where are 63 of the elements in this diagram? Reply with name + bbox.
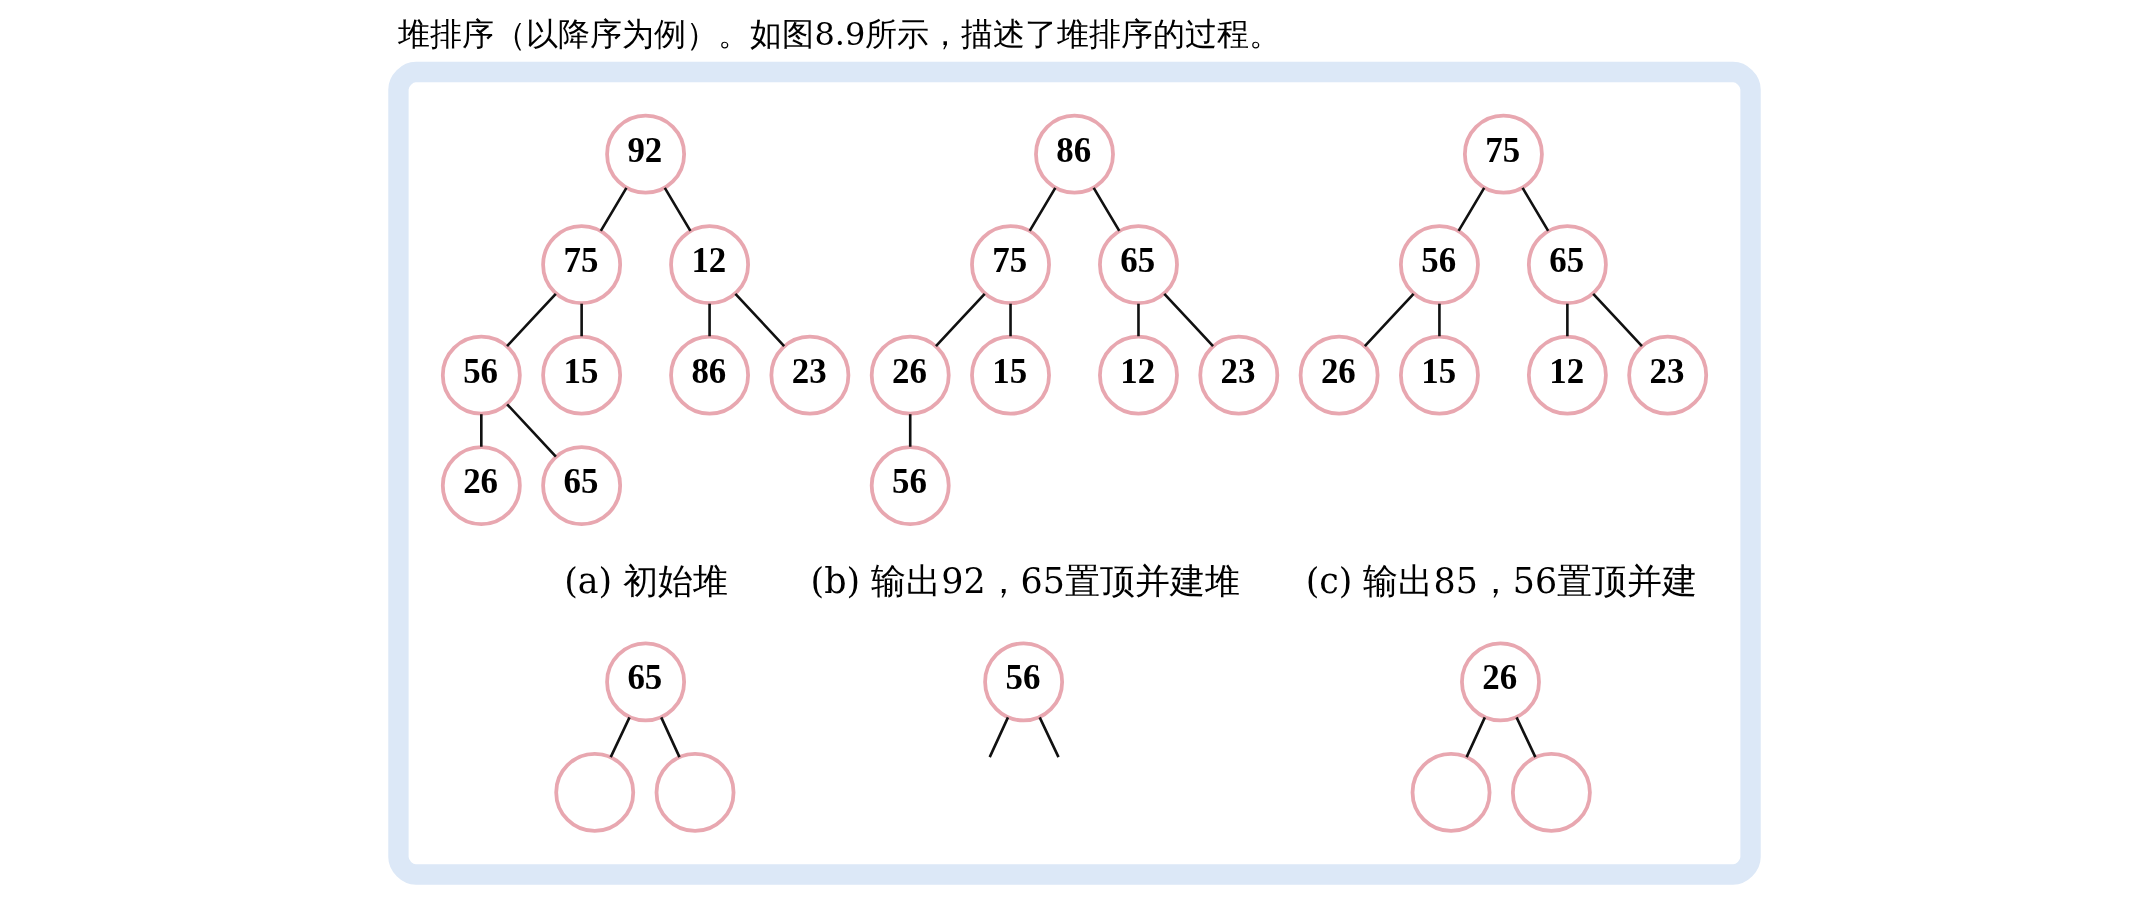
node-circle	[554, 751, 636, 833]
diagram-title: 堆排序（以降序为例）。如图8.9所示，描述了堆排序的过程。	[398, 15, 1282, 54]
connector	[1163, 292, 1214, 347]
node-circle: 75	[1462, 113, 1544, 195]
connector	[580, 303, 583, 337]
node-circle: 15	[541, 334, 623, 416]
connector	[1038, 716, 1060, 758]
node-circle	[1410, 751, 1492, 833]
node-circle	[1510, 751, 1592, 833]
connector	[480, 414, 483, 447]
node-circle: 23	[1627, 334, 1709, 416]
node-circle: 56	[440, 334, 522, 416]
node-circle: 65	[541, 445, 623, 527]
node-circle: 75	[541, 224, 623, 306]
node-circle: 92	[605, 113, 686, 195]
connector	[734, 292, 786, 347]
node-circle: 26	[440, 445, 522, 527]
connector	[1028, 187, 1057, 232]
node-circle: 15	[970, 334, 1051, 416]
label: (a) 初始堆	[564, 560, 729, 601]
node-circle: 15	[1399, 334, 1480, 416]
connector	[609, 716, 631, 758]
label: (b) 输出92，65置顶并建堆	[810, 560, 1241, 601]
connector	[1457, 187, 1486, 232]
label: (c) 输出85，56置顶并建	[1305, 560, 1698, 601]
connector	[1363, 292, 1415, 347]
connector	[908, 414, 912, 447]
node-circle: 23	[1198, 334, 1280, 416]
node-circle: 12	[1098, 334, 1179, 416]
connector	[506, 292, 557, 347]
connector	[988, 716, 1010, 758]
connector	[663, 187, 692, 232]
node-circle: 56	[1399, 224, 1480, 306]
connector	[1566, 303, 1569, 337]
connector	[1009, 303, 1012, 337]
node-circle: 26	[869, 334, 951, 416]
node-circle: 12	[669, 224, 750, 306]
node-circle: 26	[1298, 334, 1380, 416]
node-circle: 56	[869, 445, 951, 527]
connector	[506, 403, 557, 458]
node-circle: 65	[605, 641, 686, 723]
connector	[935, 292, 986, 347]
connector	[708, 303, 711, 337]
connector	[599, 187, 628, 232]
node-circle: 86	[669, 334, 750, 416]
node-circle: 26	[1460, 641, 1541, 723]
node-circle: 65	[1526, 224, 1608, 306]
node-circle: 65	[1098, 224, 1179, 306]
node-circle	[654, 751, 736, 833]
connector	[1092, 187, 1121, 232]
connector	[1521, 187, 1550, 232]
connector	[1465, 716, 1487, 758]
node-circle: 12	[1526, 334, 1608, 416]
connector	[1438, 303, 1441, 337]
node-circle: 23	[769, 334, 851, 416]
connector	[1592, 292, 1643, 347]
node-circle: 86	[1034, 113, 1115, 195]
connector	[1137, 303, 1140, 337]
connector	[660, 716, 681, 758]
node-circle: 75	[970, 224, 1051, 306]
cluster	[388, 61, 1761, 885]
node-circle: 56	[983, 641, 1065, 723]
connector	[1515, 716, 1537, 758]
